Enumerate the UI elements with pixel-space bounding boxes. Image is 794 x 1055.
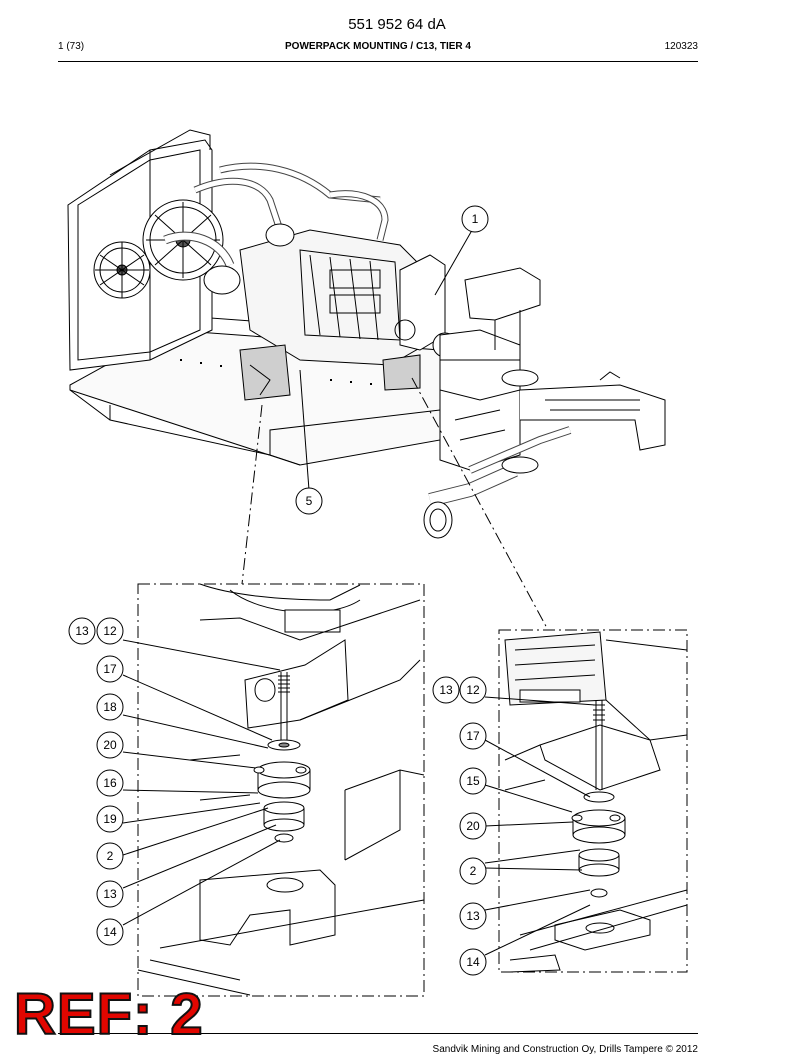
callout-18: 18 <box>96 693 124 721</box>
document-date: 120323 <box>664 41 698 52</box>
header-rule <box>58 61 698 62</box>
callouts-right-detail: 13 12 17 15 20 2 13 14 <box>432 676 487 976</box>
callout-13: 13 <box>68 617 96 645</box>
svg-text:12: 12 <box>466 683 480 697</box>
callouts-left-detail: 13 12 17 18 20 16 19 2 13 14 <box>68 617 124 946</box>
machine-frame-illustration <box>67 129 666 539</box>
ref-stamp: REF: 2 <box>13 982 204 1047</box>
svg-text:17: 17 <box>466 729 480 743</box>
callout-13r2: 13 <box>459 902 487 930</box>
svg-text:2: 2 <box>107 849 114 863</box>
document-number: 551 952 64 dA <box>348 16 446 33</box>
svg-text:16: 16 <box>103 776 117 790</box>
header-row: 1 (73) POWERPACK MOUNTING / C13, TIER 4 … <box>58 41 698 55</box>
callout-16: 16 <box>96 769 124 797</box>
callout-20r: 20 <box>459 812 487 840</box>
svg-text:5: 5 <box>306 494 313 508</box>
page-count: 1 (73) <box>58 41 85 52</box>
callout-13b: 13 <box>96 880 124 908</box>
svg-text:20: 20 <box>466 819 480 833</box>
svg-text:12: 12 <box>103 624 117 638</box>
callouts-main: 1 5 <box>295 205 489 515</box>
footer-rule <box>58 1033 698 1034</box>
svg-text:20: 20 <box>103 738 117 752</box>
callout-2: 2 <box>96 842 124 870</box>
callout-14r: 14 <box>459 948 487 976</box>
right-detail-view <box>498 629 688 973</box>
callout-5: 5 <box>295 487 323 515</box>
detail-link-lines <box>241 377 549 631</box>
svg-text:14: 14 <box>466 955 480 969</box>
page-title: POWERPACK MOUNTING / C13, TIER 4 <box>285 41 471 52</box>
callout-12r: 12 <box>459 676 487 704</box>
svg-text:18: 18 <box>103 700 117 714</box>
callout-17r: 17 <box>459 722 487 750</box>
callout-13r: 13 <box>432 676 460 704</box>
svg-text:2: 2 <box>470 864 477 878</box>
svg-text:13: 13 <box>75 624 89 638</box>
callout-1: 1 <box>461 205 489 233</box>
leader-lines <box>122 224 596 956</box>
callout-17: 17 <box>96 655 124 683</box>
callout-15: 15 <box>459 767 487 795</box>
svg-text:13: 13 <box>439 683 453 697</box>
svg-text:14: 14 <box>103 925 117 939</box>
svg-text:1: 1 <box>472 212 479 226</box>
left-detail-view <box>137 583 425 997</box>
svg-text:19: 19 <box>103 812 117 826</box>
footer-copyright: Sandvik Mining and Construction Oy, Dril… <box>432 1044 698 1055</box>
callout-20: 20 <box>96 731 124 759</box>
svg-text:13: 13 <box>466 909 480 923</box>
svg-text:13: 13 <box>103 887 117 901</box>
callout-14: 14 <box>96 918 124 946</box>
callout-12: 12 <box>96 617 124 645</box>
callout-19: 19 <box>96 805 124 833</box>
callout-2r: 2 <box>459 857 487 885</box>
svg-text:17: 17 <box>103 662 117 676</box>
svg-text:15: 15 <box>466 774 480 788</box>
